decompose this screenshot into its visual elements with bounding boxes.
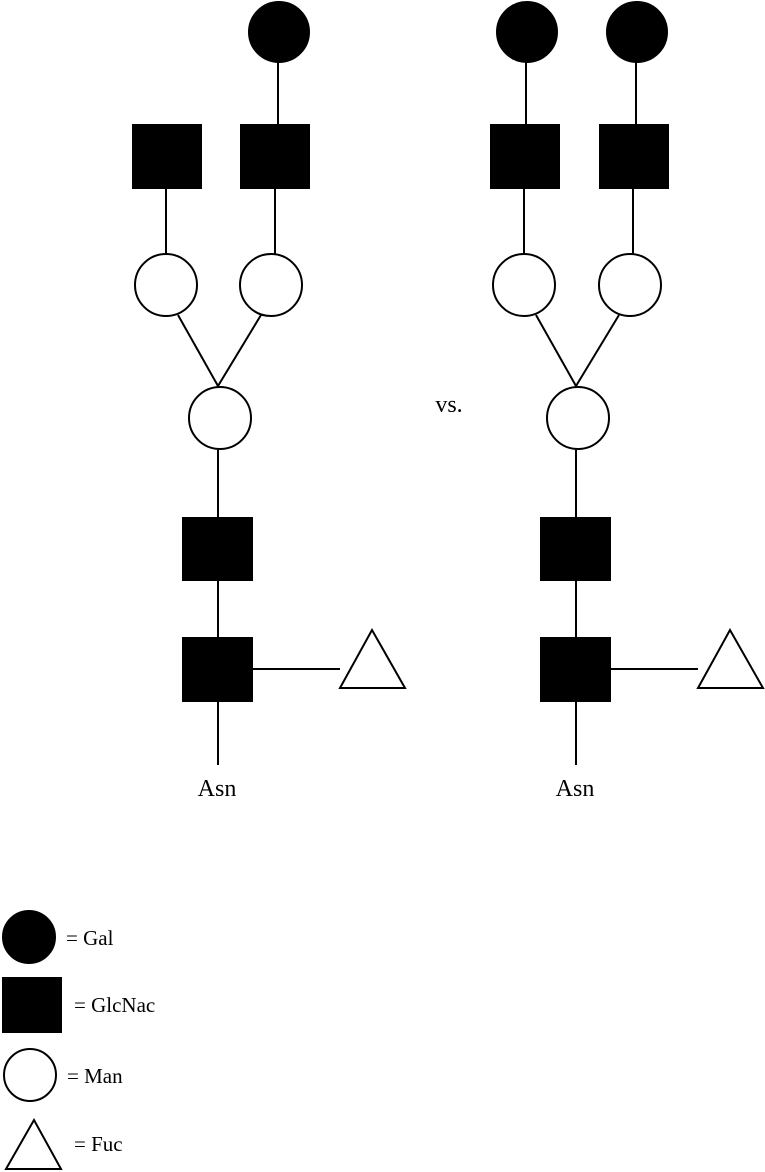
open-circle-icon — [4, 1049, 56, 1101]
legend-label: = Man — [67, 1064, 123, 1088]
fuc-residue — [698, 630, 763, 688]
man-branch-left-link — [178, 315, 218, 386]
man-residue — [240, 254, 302, 316]
man-branch-left-link — [536, 315, 576, 386]
man-residue — [599, 254, 661, 316]
glcnac-residue — [133, 125, 201, 188]
gal-residue — [607, 2, 667, 62]
legend-item-man: = Man — [4, 1049, 123, 1101]
man-residue — [547, 387, 609, 449]
open-triangle-icon — [6, 1120, 61, 1169]
man-residue — [493, 254, 555, 316]
asn-label-left: Asn — [198, 776, 237, 802]
filled-square-icon — [3, 978, 61, 1032]
legend-label: = GlcNac — [74, 993, 155, 1017]
gal-residue — [249, 2, 309, 62]
legend-label: = Gal — [66, 926, 114, 950]
vs-separator: vs. — [435, 392, 462, 418]
legend-label: = Fuc — [74, 1132, 123, 1156]
gal-residue — [497, 2, 557, 62]
legend-item-fuc: = Fuc — [6, 1120, 123, 1169]
glycan-structure-right — [491, 2, 763, 765]
glcnac-residue — [183, 518, 252, 580]
man-branch-right-link — [218, 315, 261, 386]
glycan-structure-left — [133, 2, 405, 765]
legend-item-glcnac: = GlcNac — [3, 978, 155, 1032]
fuc-residue — [340, 630, 405, 688]
filled-circle-icon — [3, 911, 55, 963]
glcnac-residue — [241, 125, 309, 188]
man-residue — [189, 387, 251, 449]
man-residue — [135, 254, 197, 316]
glcnac-residue — [491, 125, 559, 188]
legend: = Gal = GlcNac = Man = Fuc — [3, 911, 155, 1169]
glcnac-residue — [600, 125, 668, 188]
man-branch-right-link — [576, 315, 619, 386]
glcnac-residue — [541, 518, 610, 580]
glcnac-residue — [541, 638, 610, 701]
asn-label-right: Asn — [556, 776, 595, 802]
legend-item-gal: = Gal — [3, 911, 114, 963]
glcnac-residue — [183, 638, 252, 701]
